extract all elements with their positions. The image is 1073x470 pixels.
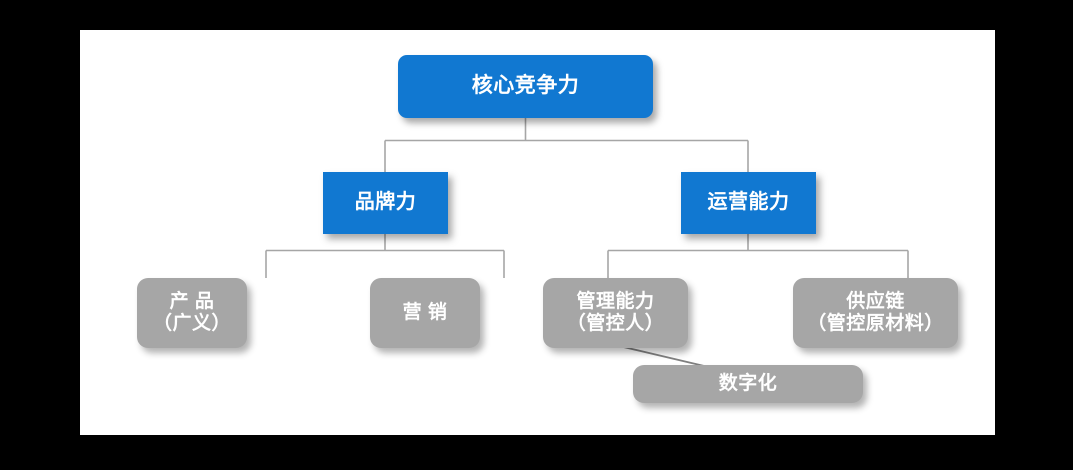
node-core-competitiveness[interactable]: 核心竞争力 [398,55,653,118]
node-brand-power[interactable]: 品牌力 [323,172,448,234]
diagram-canvas: 核心竞争力 品牌力 运营能力 产 品 （广义） 营 销 管理能力 （管控人） 供… [80,30,995,435]
node-digitalization[interactable]: 数字化 [633,365,863,403]
node-supply-chain[interactable]: 供应链 （管控原材料） [793,278,958,348]
node-operational-capability[interactable]: 运营能力 [681,172,816,234]
node-management-capability[interactable]: 管理能力 （管控人） [543,278,688,348]
node-marketing[interactable]: 营 销 [370,278,480,348]
node-product[interactable]: 产 品 （广义） [137,278,247,348]
